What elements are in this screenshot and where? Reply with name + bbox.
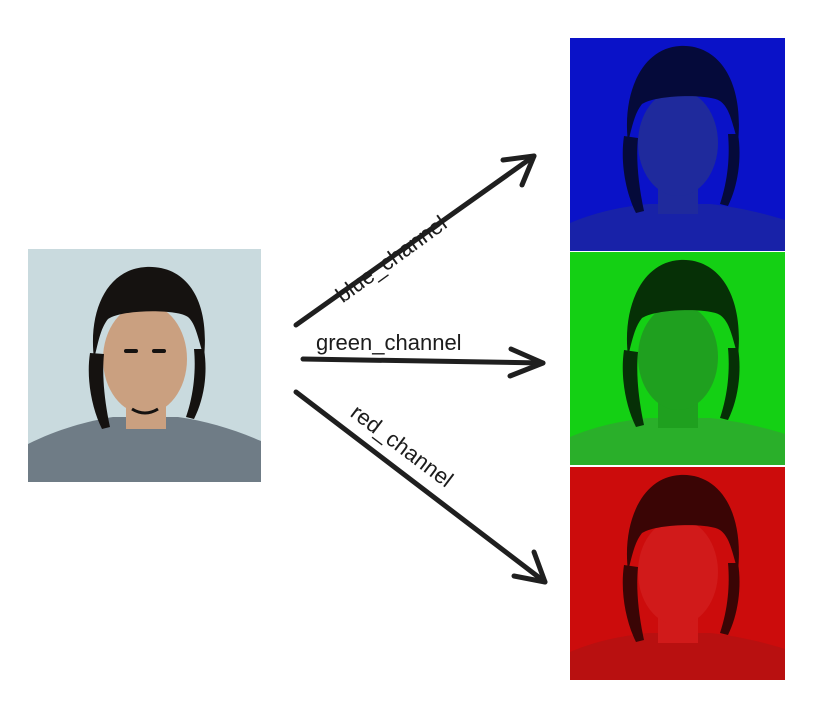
portrait-icon [28,249,261,482]
arrow-to-red-channel [293,389,548,585]
green-channel-label: green_channel [316,330,462,355]
blue-portrait-icon [570,38,785,251]
green-portrait-icon [570,252,785,465]
blue-channel-label: blue_channel [330,210,452,308]
blue-channel-portrait [570,38,785,251]
red-portrait-icon [570,467,785,680]
red-channel-label: red_channel [346,399,458,493]
source-portrait [28,249,261,482]
green-channel-portrait [570,252,785,465]
red-channel-portrait [570,467,785,680]
